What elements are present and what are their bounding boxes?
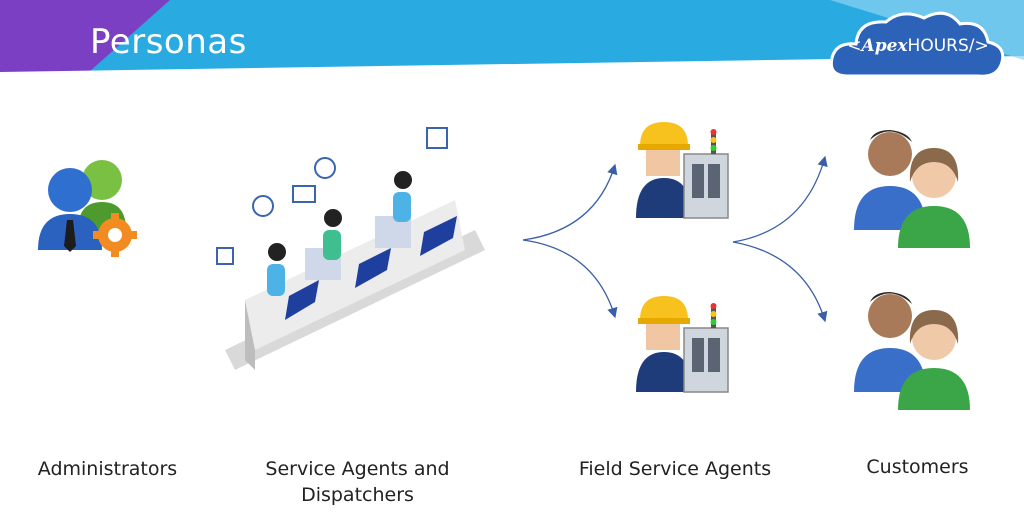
field-technician-icon	[630, 292, 740, 397]
call-center-icon	[205, 120, 495, 370]
label-administrators: Administrators	[20, 456, 195, 482]
page-title: Personas	[90, 22, 247, 62]
logo-text: <ApexHOURS/>	[828, 36, 1008, 56]
label-customers: Customers	[845, 454, 990, 480]
label-service-agents-line1: Service Agents and	[240, 456, 475, 482]
label-field-service-agents: Field Service Agents	[560, 456, 790, 482]
customers-icon	[848, 284, 978, 412]
apexhours-logo: <ApexHOURS/>	[828, 6, 1008, 86]
customers-icon	[848, 122, 978, 250]
admin-gear-icon	[30, 150, 145, 265]
field-technician-icon	[630, 118, 740, 223]
label-service-agents-line2: Dispatchers	[240, 482, 475, 508]
label-service-agents: Service Agents and Dispatchers	[240, 456, 475, 508]
